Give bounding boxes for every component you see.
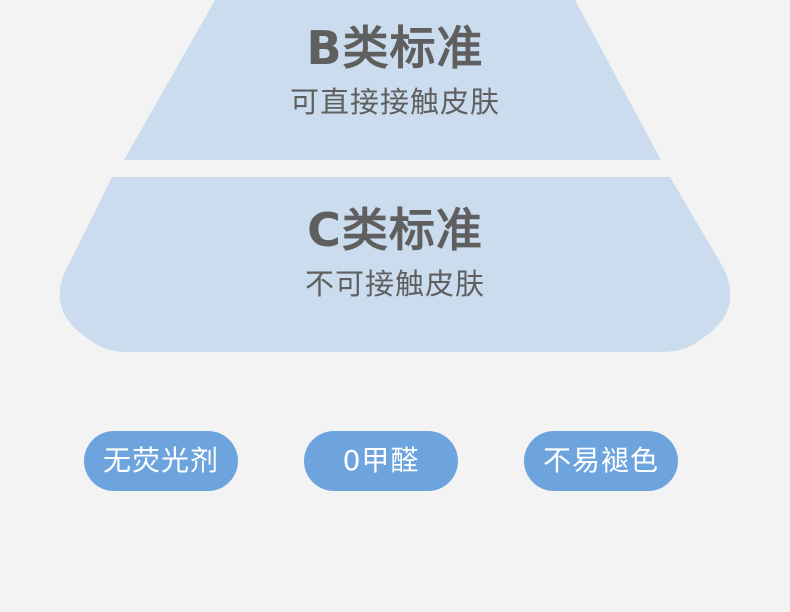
tier-b-shape	[124, 0, 661, 160]
tier-b-title: B类标准	[306, 21, 484, 75]
feature-pill-no-fluorescent: 无荧光剂	[84, 431, 238, 491]
tier-c-title: C类标准	[307, 203, 483, 257]
tier-c-subtitle: 不可接触皮肤	[304, 267, 485, 301]
tier-c-shape	[59, 177, 731, 352]
tier-b-subtitle: 可直接接触皮肤	[289, 85, 500, 119]
feature-pill-colorfast: 不易褪色	[524, 431, 678, 491]
feature-pill-zero-formaldehyde: 0甲醛	[304, 431, 458, 491]
